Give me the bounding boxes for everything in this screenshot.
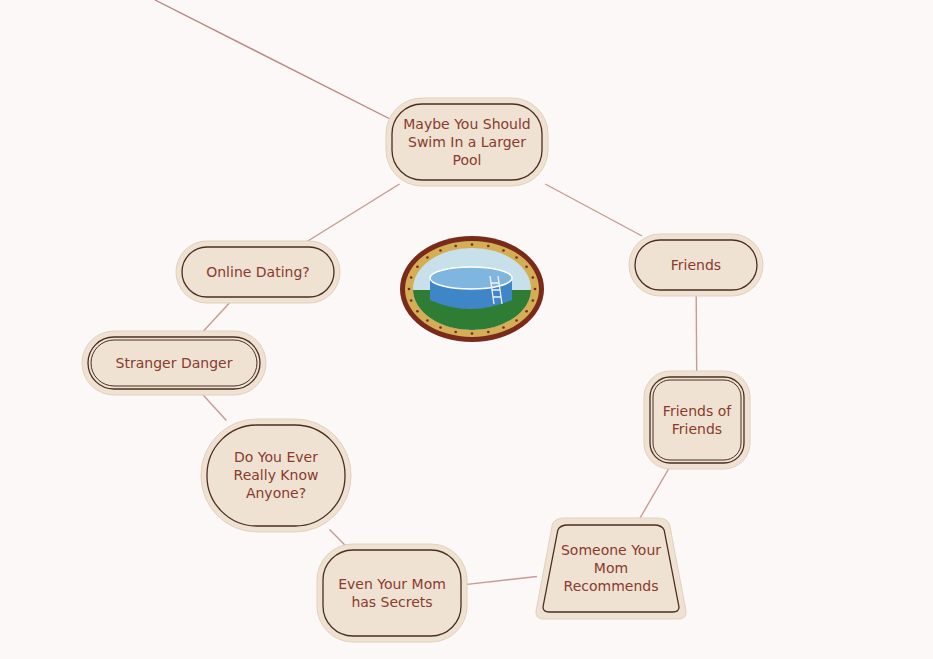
blob-fill — [317, 544, 467, 642]
frame-dot — [410, 299, 413, 302]
blob-ink-outline — [182, 247, 334, 297]
frame-dot — [487, 331, 490, 334]
blob-ink-outline — [653, 380, 741, 460]
frame-dots — [408, 243, 537, 335]
node-text: Friends — [646, 256, 746, 274]
note-blob: Stranger Danger — [81, 330, 267, 396]
note-blob: Even Your Mom has Secrets — [316, 543, 468, 643]
node-text: Online Dating? — [193, 263, 323, 281]
frame-dot — [502, 249, 505, 252]
frame-dot — [534, 288, 537, 291]
blob-ink-outline — [650, 377, 744, 463]
note-blob: Friends of Friends — [643, 370, 751, 470]
node-text: Do You Ever Really Know Anyone? — [224, 448, 328, 503]
blob-ink-outline — [392, 104, 542, 180]
frame-dot — [454, 245, 457, 248]
note-blob: Maybe You Should Swim In a Larger Pool — [385, 97, 549, 187]
frame-dot — [439, 249, 442, 252]
blob-ink-outline — [543, 525, 679, 612]
connector-line — [305, 184, 400, 243]
frame-dot — [454, 331, 457, 334]
leader-line — [155, 0, 392, 120]
blob-ink-outline — [207, 425, 345, 526]
blob-fill — [629, 234, 763, 296]
connector-line — [330, 530, 346, 547]
framed-pool-painting — [400, 236, 550, 350]
note-blob: Do You Ever Really Know Anyone? — [200, 418, 352, 533]
blob-fill — [536, 518, 686, 619]
connector-line — [202, 301, 232, 333]
frame-dot — [525, 310, 528, 313]
frame-dot — [426, 256, 429, 259]
frame-dot — [471, 332, 474, 335]
node-text: Maybe You Should Swim In a Larger Pool — [403, 115, 531, 170]
blob-ink-outline — [91, 340, 257, 386]
frame-dot — [525, 265, 528, 268]
connector-line — [545, 184, 642, 236]
frame-dot — [502, 326, 505, 329]
connector-line — [465, 576, 537, 584]
blob-fill — [201, 419, 351, 532]
frame-dot — [439, 326, 442, 329]
blob-outline — [643, 370, 751, 470]
connector-line — [695, 294, 697, 373]
frame-dot — [515, 319, 518, 322]
blob-outline — [316, 543, 468, 643]
node-text: Someone Your Mom Recommends — [559, 541, 663, 596]
blob-ink-outline — [323, 550, 461, 636]
blob-fill — [644, 371, 750, 469]
node-text: Even Your Mom has Secrets — [336, 575, 448, 611]
blob-ink-outline — [635, 240, 757, 290]
frame-dot — [410, 276, 413, 279]
blob-ink-outline — [88, 337, 260, 389]
connector-line — [640, 467, 670, 519]
pool-ladder — [490, 276, 502, 304]
frame-dot — [416, 310, 419, 313]
note-blob: Friends — [628, 233, 764, 297]
note-blob: Someone Your Mom Recommends — [534, 516, 688, 621]
blob-fill — [82, 331, 266, 395]
frame-dot — [408, 288, 411, 291]
blob-fill — [386, 98, 548, 186]
frame-dot — [426, 319, 429, 322]
node-text: Friends of Friends — [661, 402, 733, 438]
frame-dot — [532, 276, 535, 279]
frame-dot — [471, 243, 474, 246]
node-text: Stranger Danger — [99, 354, 249, 372]
frame-dot — [487, 245, 490, 248]
note-blob: Online Dating? — [175, 240, 341, 304]
frame-dot — [416, 265, 419, 268]
blob-fill — [176, 241, 340, 303]
frame-dot — [532, 299, 535, 302]
frame-dot — [515, 256, 518, 259]
connector-line — [201, 393, 226, 421]
